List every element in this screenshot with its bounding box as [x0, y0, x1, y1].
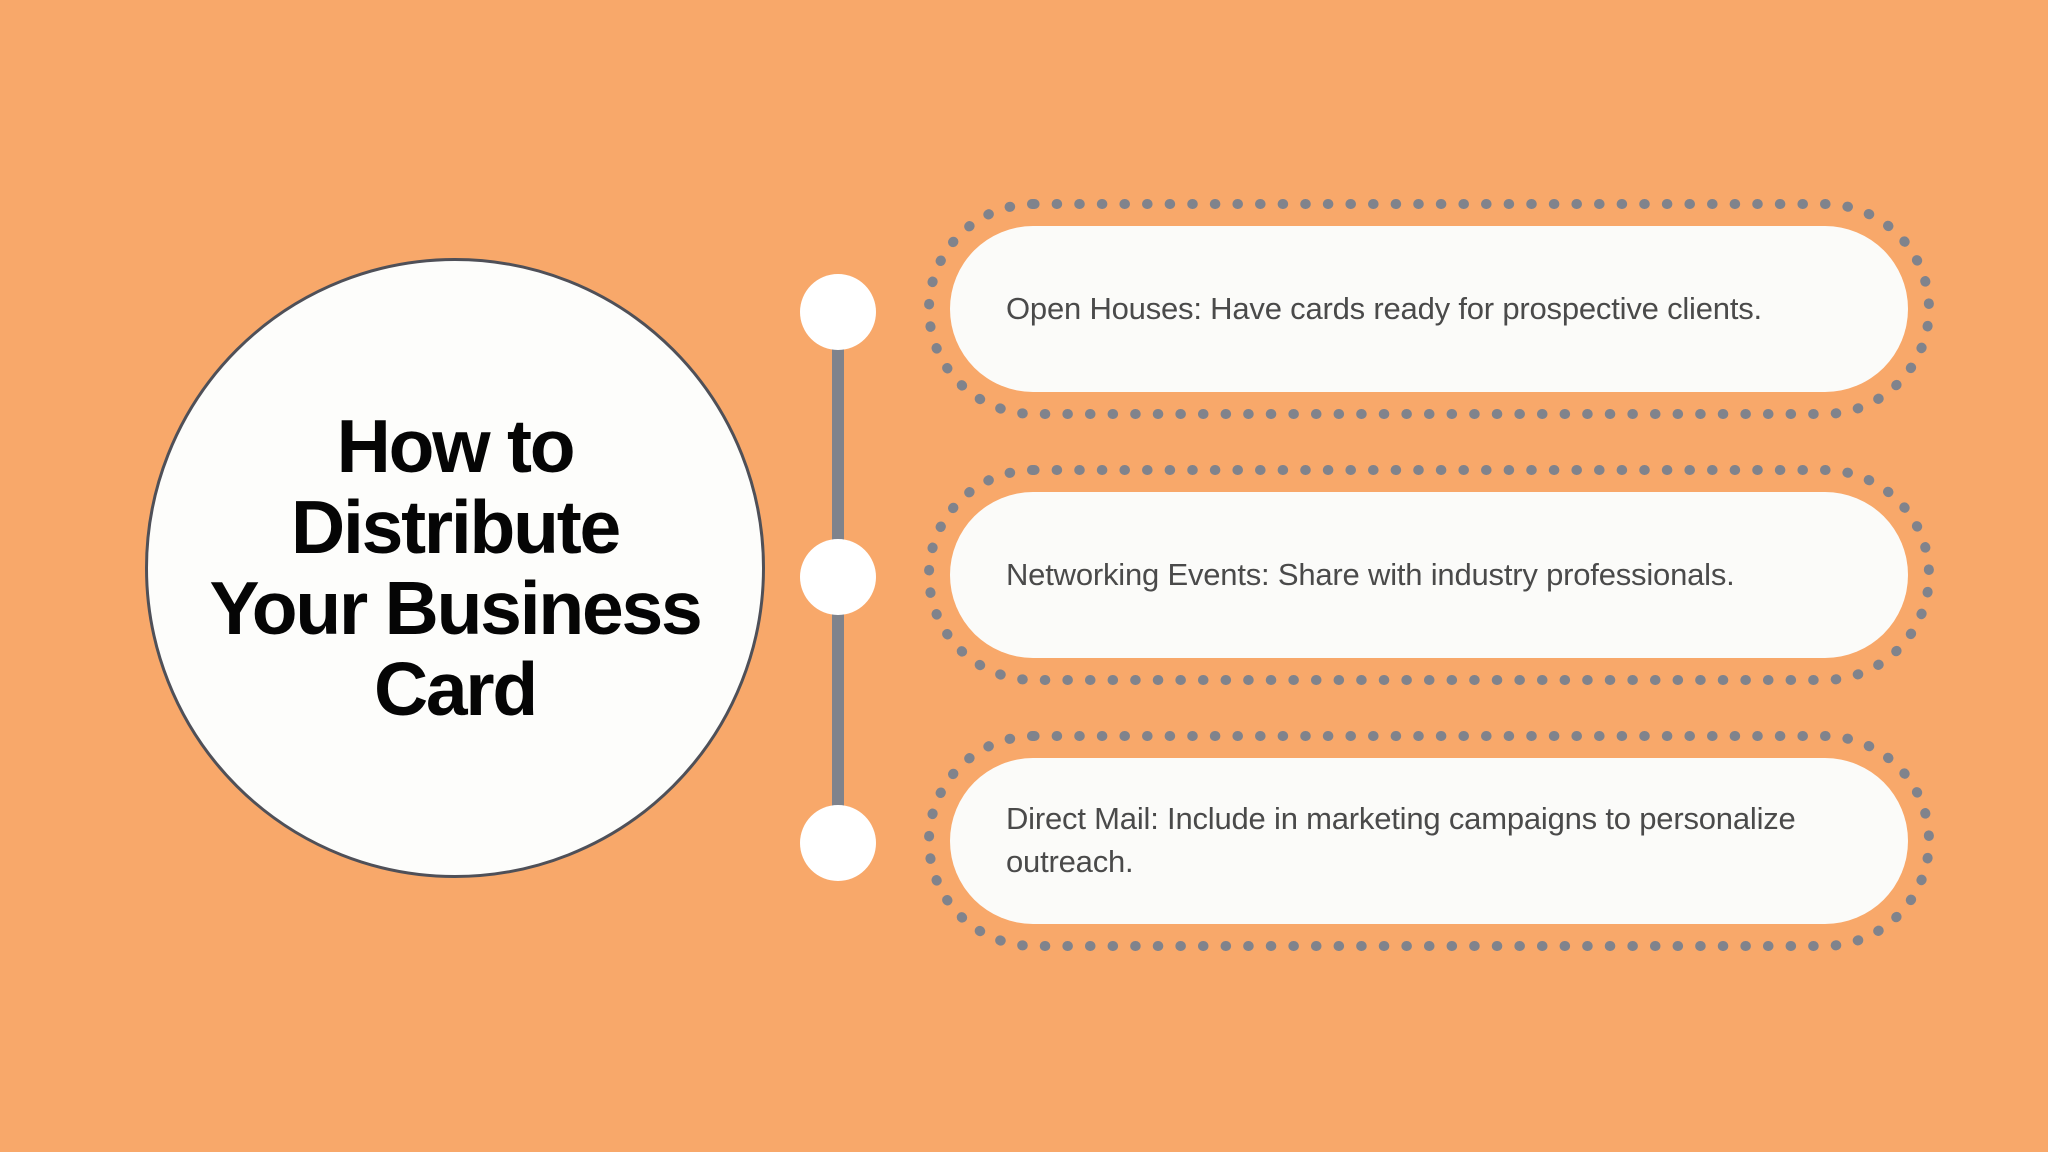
rail-node-1 — [800, 274, 876, 350]
step-card-pill-2: Networking Events: Share with industry p… — [950, 492, 1908, 658]
rail-node-3 — [800, 805, 876, 881]
step-card-pill-3: Direct Mail: Include in marketing campai… — [950, 758, 1908, 924]
page-title: How to Distribute Your Business Card — [209, 404, 703, 731]
rail-node-2 — [800, 539, 876, 615]
step-card-2[interactable]: Networking Events: Share with industry p… — [924, 465, 1934, 685]
step-card-pill-1: Open Houses: Have cards ready for prospe… — [950, 226, 1908, 392]
step-card-text-1: Open Houses: Have cards ready for prospe… — [1006, 290, 1762, 326]
step-card-text-3: Direct Mail: Include in marketing campai… — [1006, 801, 1796, 879]
step-card-3[interactable]: Direct Mail: Include in marketing campai… — [924, 731, 1934, 951]
step-card-1[interactable]: Open Houses: Have cards ready for prospe… — [924, 199, 1934, 419]
step-card-text-2: Networking Events: Share with industry p… — [1006, 556, 1735, 592]
hero-circle: How to Distribute Your Business Card — [145, 258, 765, 878]
